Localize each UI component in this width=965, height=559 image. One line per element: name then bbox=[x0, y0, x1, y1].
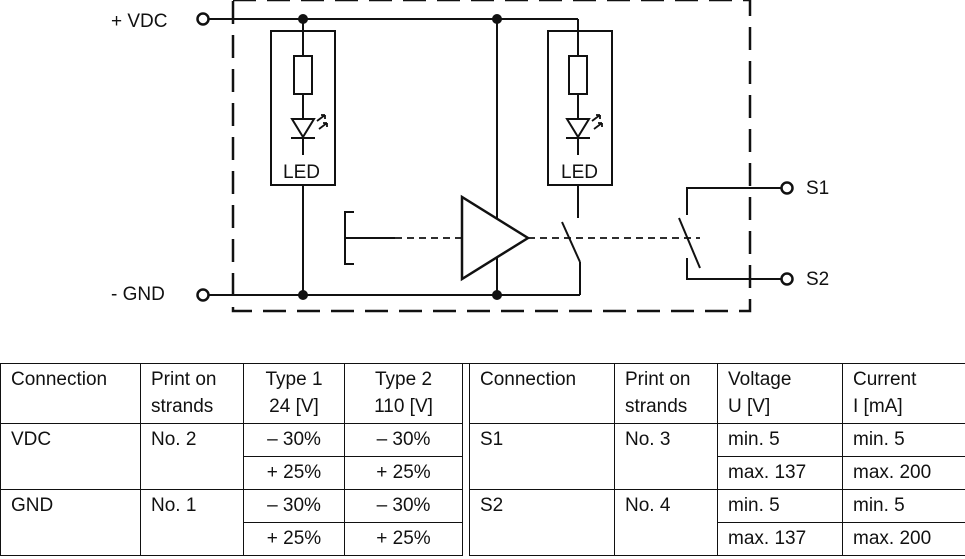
cell-type2-min: – 30% bbox=[344, 489, 463, 523]
cell-right-connection: S1 bbox=[469, 423, 615, 490]
cell-right-print: No. 4 bbox=[614, 489, 718, 556]
cell-left-print: No. 1 bbox=[140, 489, 244, 556]
cell-type1-max: + 25% bbox=[243, 456, 345, 490]
terminal-s2-label: S2 bbox=[806, 269, 829, 290]
terminal-gnd bbox=[196, 288, 210, 302]
cell-voltage-max: max. 137 bbox=[717, 456, 843, 490]
table-separator bbox=[462, 363, 470, 424]
cell-voltage-min: min. 5 bbox=[717, 423, 843, 457]
cell-current-min: min. 5 bbox=[842, 489, 965, 523]
terminal-vdc bbox=[196, 12, 210, 26]
table-separator bbox=[462, 489, 470, 556]
junction-dots bbox=[298, 14, 502, 300]
table-row: + 25% + 25% max. 137 max. 200 bbox=[1, 456, 965, 490]
led-module-right: LED bbox=[547, 30, 613, 186]
led-module-left: LED bbox=[270, 30, 336, 186]
cell-left-connection: VDC bbox=[0, 423, 141, 490]
terminal-vdc-label: + VDC bbox=[111, 11, 168, 32]
housing-outline bbox=[231, 0, 752, 313]
cell-type2-min: – 30% bbox=[344, 423, 463, 457]
cell-type1-max: + 25% bbox=[243, 522, 345, 556]
cell-voltage-min: min. 5 bbox=[717, 489, 843, 523]
terminal-s1-label: S1 bbox=[806, 178, 829, 199]
cell-current-min: min. 5 bbox=[842, 423, 965, 457]
cell-type2-max: + 25% bbox=[344, 522, 463, 556]
terminal-gnd-label: - GND bbox=[111, 284, 165, 305]
cell-type1-min: – 30% bbox=[243, 489, 345, 523]
cell-type1-min: – 30% bbox=[243, 423, 345, 457]
cell-right-connection: S2 bbox=[469, 489, 615, 556]
cell-left-connection: GND bbox=[0, 489, 141, 556]
terminal-s2 bbox=[780, 272, 794, 286]
led-left-label: LED bbox=[283, 162, 320, 183]
table-separator bbox=[462, 423, 470, 490]
table-row: + 25% + 25% max. 137 max. 200 bbox=[1, 522, 965, 556]
amplifier-symbol bbox=[460, 194, 531, 282]
cell-type2-max: + 25% bbox=[344, 456, 463, 490]
cell-current-max: max. 200 bbox=[842, 522, 965, 556]
table-row: GND No. 1 – 30% – 30% S2 No. 4 min. 5 mi… bbox=[0, 489, 965, 556]
header-connection-left: Connection bbox=[0, 363, 141, 424]
cell-voltage-max: max. 137 bbox=[717, 522, 843, 556]
header-connection-right: Connection bbox=[469, 363, 615, 424]
circuit-diagram: + VDC - GND S1 S2 bbox=[111, 0, 829, 313]
cell-current-max: max. 200 bbox=[842, 456, 965, 490]
table-row: VDC No. 2 – 30% – 30% S1 No. 3 min. 5 mi… bbox=[0, 423, 965, 490]
terminal-s1 bbox=[780, 181, 794, 195]
led-right-label: LED bbox=[561, 162, 598, 183]
cell-right-print: No. 3 bbox=[614, 423, 718, 490]
cell-left-print: No. 2 bbox=[140, 423, 244, 490]
